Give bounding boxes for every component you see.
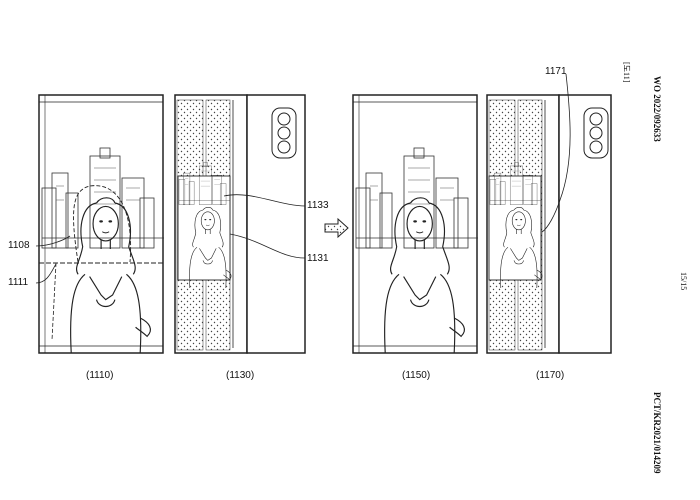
panel-1110 xyxy=(38,94,165,354)
panel-1130 xyxy=(174,94,306,354)
panel-1170 xyxy=(486,94,612,354)
ref-label-1171: 1171 xyxy=(545,66,567,77)
caption-1170: (1170) xyxy=(536,370,565,381)
selection-outline-1108 xyxy=(73,185,132,263)
ref-label-1133: 1133 xyxy=(307,200,329,211)
ref-label-1131: 1131 xyxy=(307,253,329,264)
figure-label: [도11] xyxy=(622,62,631,83)
caption-1150: (1150) xyxy=(402,370,431,381)
device-frame-1110 xyxy=(38,94,164,354)
application-number: PCT/KR2021/014209 xyxy=(652,392,662,474)
panel-1150 xyxy=(352,94,479,354)
caption-1110: (1110) xyxy=(86,370,114,381)
leader-lines xyxy=(35,73,571,284)
device-frame-1150 xyxy=(352,94,478,354)
ref-label-1108: 1108 xyxy=(8,240,30,251)
transition-arrow-icon xyxy=(324,217,349,239)
publication-number: WO 2022/092633 xyxy=(652,76,662,142)
caption-1130: (1130) xyxy=(226,370,255,381)
ref-label-1111: 1111 xyxy=(8,277,29,288)
page-number: 15/15 xyxy=(679,272,688,291)
